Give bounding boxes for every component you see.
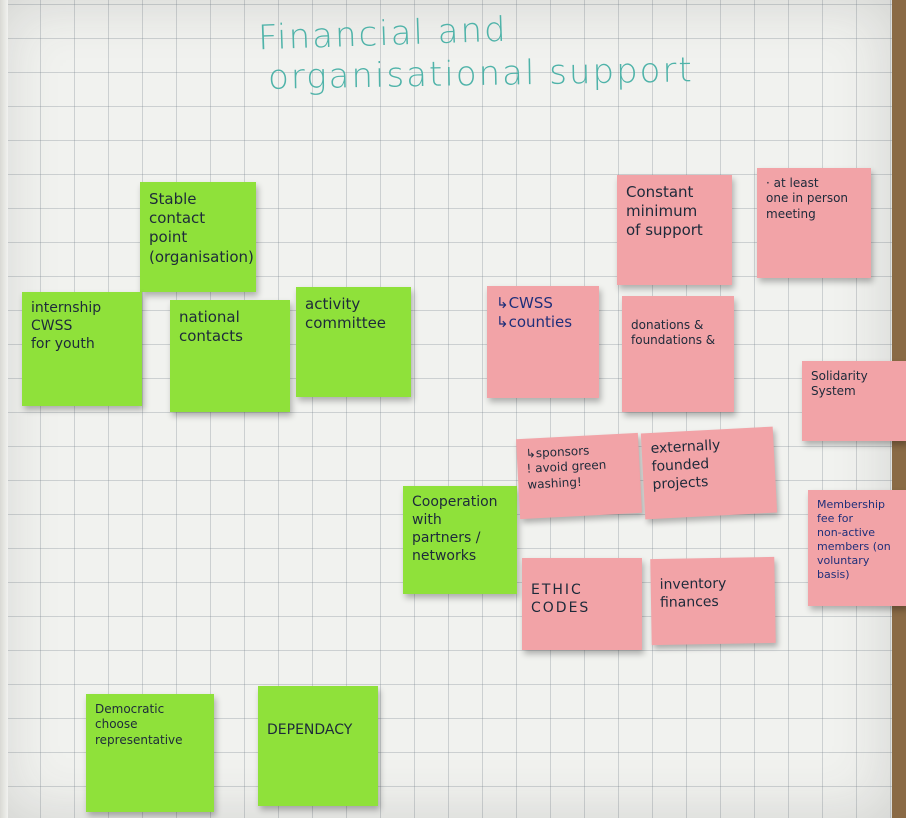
note-activity-committee: activity committee xyxy=(296,287,411,397)
sheet-edge xyxy=(0,0,8,818)
note-donations-foundations: donations & foundations & xyxy=(622,296,734,412)
note-cooperation-partners: Cooperation with partners / networks xyxy=(403,486,517,594)
note-cwss-counties: ↳CWSS ↳counties xyxy=(487,286,599,398)
note-ethic-codes: ETHIC CODES xyxy=(522,558,642,650)
title-line-2: organisational support xyxy=(267,50,695,98)
note-internship-cwss: internship CWSS for youth xyxy=(22,292,142,406)
note-sponsors-greenwashing: ↳sponsors ! avoid green washing! xyxy=(515,432,643,520)
note-externally-founded-projects: externally founded projects xyxy=(640,426,778,520)
note-democratic-representative: Democratic choose representative xyxy=(86,694,214,812)
title-line-1: Financial and xyxy=(257,9,509,59)
note-inventory-finances: inventory finances xyxy=(650,556,776,646)
note-membership-fee: Membership fee for non-active members (o… xyxy=(808,490,906,606)
note-at-least-one-meeting: · at least one in person meeting xyxy=(757,168,871,278)
note-dependacy: DEPENDACY xyxy=(258,686,378,806)
note-national-contacts: national contacts xyxy=(170,300,290,412)
note-constant-minimum-support: Constant minimum of support xyxy=(617,175,732,285)
note-solidarity-system: Solidarity System xyxy=(802,361,906,441)
note-stable-contact-point: Stable contact point (organisation) xyxy=(140,182,256,292)
